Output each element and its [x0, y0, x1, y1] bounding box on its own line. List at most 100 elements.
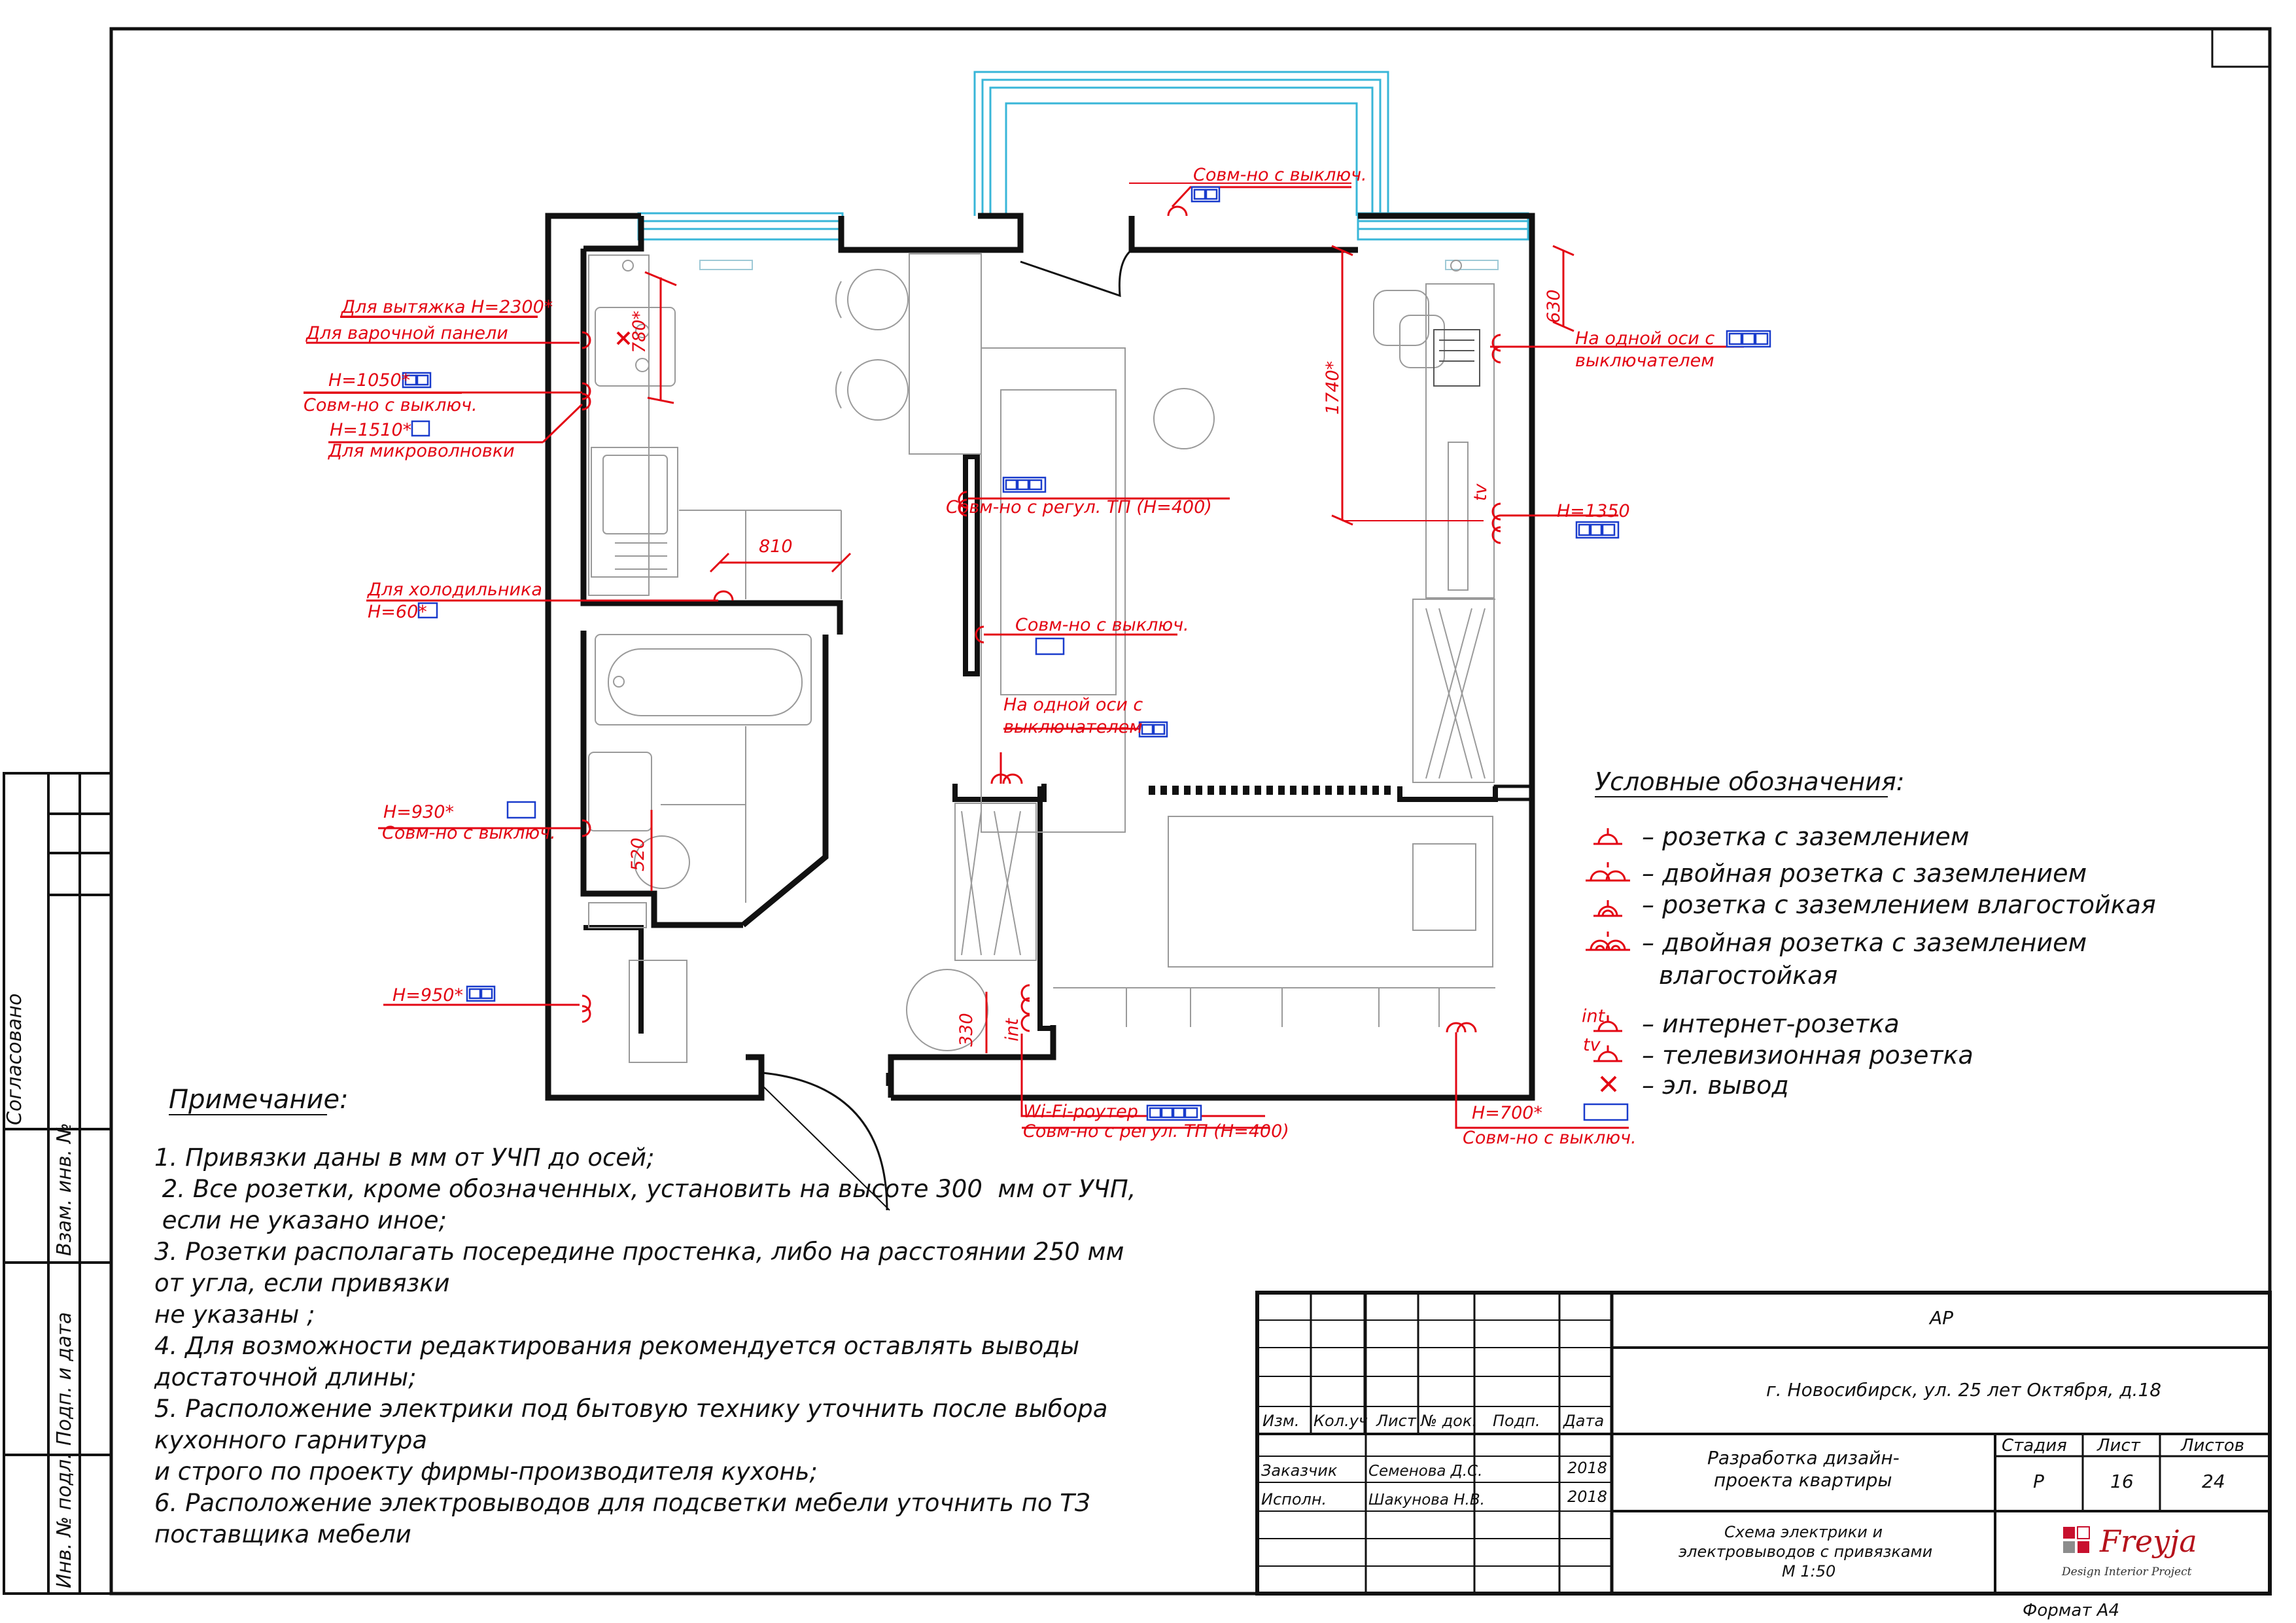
tb-project-2: проекта квартиры: [1714, 1469, 1892, 1491]
callout-col-reg: Совм-но с регул. ТП (Н=400): [946, 497, 1212, 517]
legend-item-5: влагостойкая: [1659, 961, 1837, 990]
tb-header-doc: № док.: [1419, 1412, 1477, 1430]
inner-walls: [583, 454, 1534, 1034]
side-agreed: Согласовано: [3, 993, 26, 1125]
legend-item-1: – розетка с заземлением: [1642, 822, 1969, 851]
freyja-logo-icon: [2063, 1526, 2090, 1553]
callout-h930: Н=930*: [383, 802, 454, 822]
callout-h700-sub: Совм-но с выключ.: [1463, 1128, 1637, 1148]
callout-h930-sub: Совм-но с выключ.: [382, 823, 556, 843]
callout-wifi-sub: Совм-но с регул. ТП (Н=400): [1023, 1121, 1289, 1142]
tb-stage-header: Стадия: [2002, 1436, 2067, 1456]
tb-drawing-3: М 1:50: [1782, 1562, 1835, 1580]
callout-same-axis-mid-2: выключателем: [1003, 717, 1143, 737]
leader-lines: [304, 186, 1744, 1129]
electric-outlet-cross-icon: [616, 331, 631, 345]
callout-hob: Для варочной панели: [305, 323, 508, 343]
tb-executor-role: Исполн.: [1261, 1490, 1327, 1509]
side-inv-zam: Взам. инв. №: [53, 1123, 76, 1256]
dim-520: 520: [628, 837, 648, 871]
tb-brand-sub: Design Interior Project: [2061, 1565, 2192, 1579]
doors: [762, 249, 1132, 1211]
side-stamp: [3, 772, 113, 1595]
tb-customer-year: 2018: [1567, 1459, 1607, 1477]
tb-customer-role: Заказчик: [1261, 1461, 1338, 1480]
note-line: и строго по проекту фирмы-производителя …: [154, 1457, 818, 1486]
tb-format: Формат А4: [2023, 1601, 2119, 1620]
tb-drawing-1: Схема электрики и: [1724, 1523, 1883, 1541]
tb-header-list: Лист: [1376, 1412, 1417, 1430]
legend-item-6: – интернет-розетка: [1642, 1009, 1900, 1038]
callout-balcony: Совм-но с выключ.: [1193, 165, 1367, 185]
tb-header-sign: Подп.: [1493, 1412, 1540, 1430]
callout-h1050-sub: Совм-но с выключ.: [304, 395, 478, 415]
callout-fridge: Для холодильника: [367, 580, 542, 600]
tb-sheets: 24: [2202, 1471, 2225, 1492]
notes-title: Примечание:: [169, 1085, 349, 1115]
dim-630: 630: [1544, 289, 1564, 323]
legend-item-3: – розетка с заземлением влагостойкая: [1642, 890, 2156, 919]
switch-symbols: [402, 186, 1771, 1121]
callout-same-axis-mid-1: На одной оси с: [1003, 695, 1143, 715]
callout-h1510: Н=1510*: [330, 420, 411, 440]
note-line: поставщика мебели: [154, 1520, 411, 1548]
legend-item-7: – телевизионная розетка: [1642, 1041, 1974, 1070]
dim-780: 780*: [629, 311, 650, 353]
note-line: 5. Расположение электрики под бытовую те…: [154, 1395, 1108, 1423]
callout-underlines: [304, 183, 1351, 394]
tb-stage: Р: [2033, 1471, 2044, 1492]
legend-int-tag: int: [1582, 1006, 1606, 1026]
legend-title: Условные обозначения:: [1595, 767, 1905, 796]
callout-h1350: Н=1350: [1557, 501, 1630, 521]
note-line: не указаны ;: [154, 1300, 315, 1329]
callout-same-axis-right-2: выключателем: [1575, 351, 1714, 371]
note-line: 6. Расположение электровыводов для подсв…: [154, 1489, 1090, 1517]
tb-sheet: 16: [2110, 1471, 2134, 1492]
legend-item-2: – двойная розетка с заземлением: [1642, 859, 2087, 888]
tb-brand: Freyja: [2099, 1524, 2197, 1559]
callout-fridge-h: Н=60*: [368, 602, 427, 622]
callout-hood: Для вытяжка Н=2300*: [341, 297, 553, 317]
legend-item-8: – эл. вывод: [1642, 1071, 1789, 1100]
notes-body: 1. Привязки даны в мм от УЧП до осей; 2.…: [154, 1142, 1175, 1550]
balcony-glazing: [637, 71, 1529, 241]
note-line: от угла, если привязки: [154, 1269, 450, 1297]
tb-executor-year: 2018: [1567, 1488, 1607, 1506]
dim-330: 330: [956, 1013, 977, 1047]
callout-h1050: Н=1050*: [328, 370, 410, 391]
note-line: если не указано иное;: [154, 1206, 447, 1234]
note-line: 3. Розетки располагать посередине просте…: [154, 1238, 1124, 1266]
legend-symbols: [1586, 828, 1630, 1092]
side-inv-orig: Инв. № подл.: [53, 1453, 76, 1588]
tb-sheets-header: Листов: [2180, 1436, 2244, 1456]
tb-drawing-2: электровыводов с привязками: [1679, 1543, 1932, 1561]
callout-wifi: Wi-Fi-роутер: [1023, 1102, 1138, 1122]
side-sign-date: Подп. и дата: [53, 1312, 76, 1446]
outlet-symbols: [582, 205, 1501, 1033]
callout-same-axis-right-1: На одной оси с: [1575, 328, 1714, 349]
dim-810: 810: [759, 536, 793, 557]
callout-h700: Н=700*: [1472, 1103, 1542, 1123]
note-line: достаточной длины;: [154, 1363, 417, 1391]
tb-executor-name: Шакунова Н.В.: [1368, 1492, 1485, 1509]
tb-project-1: Разработка дизайн-: [1707, 1447, 1900, 1469]
note-line: 2. Все розетки, кроме обозначенных, уста…: [154, 1175, 1136, 1203]
tb-address: г. Новосибирск, ул. 25 лет Октября, д.18: [1766, 1379, 2161, 1401]
title-block-grid: [1255, 1291, 2272, 1596]
tb-header-date: Дата: [1563, 1412, 1604, 1430]
tb-customer-name: Семенова Д.С.: [1368, 1463, 1482, 1480]
note-line: кухонного гарнитура: [154, 1426, 428, 1454]
legend-item-4: – двойная розетка с заземлением: [1642, 928, 2087, 957]
furniture: [588, 253, 1499, 1063]
legend-tv-tag: tv: [1583, 1035, 1601, 1055]
callout-h950: Н=950*: [392, 985, 463, 1005]
tb-code: АР: [1928, 1307, 1953, 1329]
tag-int-small: int: [1002, 1017, 1022, 1041]
note-line: 4. Для возможности редактирования рекоме…: [154, 1332, 1080, 1360]
tag-tv-small: tv: [1470, 483, 1491, 501]
tb-sheet-header: Лист: [2096, 1436, 2141, 1456]
note-line: 1. Привязки даны в мм от УЧП до осей;: [154, 1143, 655, 1172]
tb-header-kol: Кол.уч: [1313, 1412, 1368, 1430]
dim-1740: 1740*: [1323, 361, 1343, 415]
